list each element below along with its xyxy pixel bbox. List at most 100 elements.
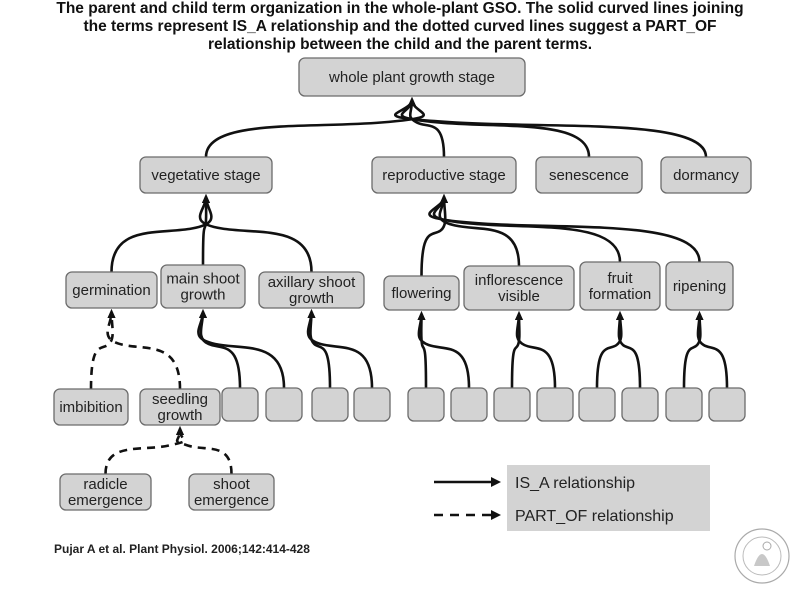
arrowhead-icon: [107, 309, 116, 318]
unlabeled-term-node: [407, 387, 445, 422]
is-a-edge: [198, 196, 313, 273]
term-label: axillary shoot: [268, 274, 356, 291]
is-a-edge: [682, 313, 702, 389]
unlabeled-term-node: [665, 387, 703, 422]
term-node-root: whole plant growth stage: [298, 57, 526, 97]
legend-solid-arrow-icon: [491, 477, 501, 487]
nodes-layer: whole plant growth stage vegetative stage…: [53, 57, 752, 511]
term-box: [59, 473, 152, 511]
term-box: [621, 387, 659, 422]
term-label: visible: [498, 288, 540, 305]
term-box: [371, 156, 517, 194]
is-a-edge: [306, 311, 374, 389]
part-of-edge: [104, 428, 186, 475]
term-box: [188, 473, 275, 511]
term-box: [311, 387, 349, 422]
is-a-edge: [197, 311, 286, 389]
caption-line: the terms represent IS_A relationship an…: [83, 18, 717, 35]
is-a-edge: [419, 313, 428, 389]
is-a-edge: [617, 313, 642, 389]
term-box: [160, 264, 246, 309]
legend: IS_A relationship PART_OF relationship: [434, 465, 710, 531]
term-box: [221, 387, 259, 422]
term-box: [258, 271, 365, 309]
term-box: [353, 387, 391, 422]
arrowhead-icon: [199, 309, 207, 318]
unlabeled-term-node: [221, 387, 259, 422]
is-a-edge: [432, 196, 622, 263]
caption-line: The parent and child term organization i…: [56, 0, 744, 17]
term-box: [665, 387, 703, 422]
term-box: [536, 387, 574, 422]
term-label: flowering: [391, 285, 451, 302]
unlabeled-term-node: [353, 387, 391, 422]
term-label: formation: [589, 286, 652, 303]
term-label: growth: [289, 290, 334, 307]
arrowhead-icon: [695, 311, 704, 320]
is-a-edge: [204, 99, 425, 158]
is-a-edge: [420, 196, 447, 277]
part-of-edge: [175, 428, 233, 475]
arrowhead-icon: [440, 194, 448, 203]
term-box: [463, 265, 575, 311]
term-label: vegetative stage: [151, 167, 260, 184]
is-a-edge: [408, 99, 446, 158]
is-a-edge: [515, 313, 557, 389]
term-label: radicle: [83, 476, 127, 493]
is-a-edge: [394, 99, 708, 158]
legend-is-a-label: IS_A relationship: [515, 475, 635, 492]
term-node-senescence: senescence: [535, 156, 643, 194]
term-label: main shoot: [166, 271, 240, 288]
term-label: imbibition: [59, 399, 122, 416]
part-of-edge: [106, 311, 182, 390]
arrowhead-icon: [202, 194, 210, 203]
term-node-vegetative: vegetative stage: [139, 156, 273, 194]
term-box: [139, 388, 221, 426]
is-a-edge: [417, 313, 471, 389]
term-label: shoot: [213, 476, 251, 493]
term-box: [660, 156, 752, 194]
citation: Pujar A et al. Plant Physiol. 2006;142:4…: [54, 542, 310, 556]
term-box: [708, 387, 746, 422]
term-node-reproductive: reproductive stage: [371, 156, 517, 194]
term-label: fruit: [607, 270, 633, 287]
is-a-edge: [199, 311, 242, 389]
term-node-dormancy: dormancy: [660, 156, 752, 194]
term-label: reproductive stage: [382, 167, 505, 184]
term-label: inflorescence: [475, 272, 563, 289]
term-label: emergence: [68, 492, 143, 509]
unlabeled-term-node: [265, 387, 303, 422]
unlabeled-term-node: [578, 387, 616, 422]
term-label: emergence: [194, 492, 269, 509]
term-label: dormancy: [673, 167, 739, 184]
edges-layer: [89, 97, 729, 475]
is-a-edge: [696, 313, 729, 389]
unlabeled-term-node: [450, 387, 488, 422]
term-label: growth: [157, 407, 202, 424]
society-seal-icon: [734, 528, 790, 584]
term-box: [579, 261, 661, 311]
unlabeled-term-node: [311, 387, 349, 422]
legend-background: [507, 465, 710, 531]
term-label: ripening: [673, 278, 726, 295]
term-label: germination: [72, 282, 150, 299]
term-label: seedling: [152, 391, 208, 408]
term-box: [493, 387, 531, 422]
term-box: [535, 156, 643, 194]
is-a-edge: [595, 313, 623, 389]
caption-line: relationship between the child and the p…: [207, 36, 593, 53]
term-box: [65, 271, 158, 309]
unlabeled-term-node: [708, 387, 746, 422]
term-box: [407, 387, 445, 422]
is-a-edge: [309, 311, 332, 389]
term-node-flowering: flowering: [383, 275, 460, 311]
term-box: [450, 387, 488, 422]
arrowhead-icon: [307, 309, 316, 318]
legend-part-of-label: PART_OF relationship: [515, 508, 674, 525]
